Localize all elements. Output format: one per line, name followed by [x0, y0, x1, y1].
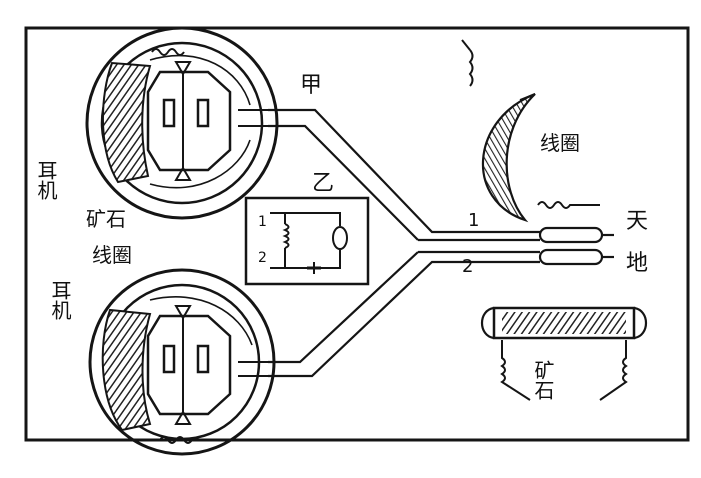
- label-yi: 乙: [312, 171, 334, 196]
- label-inset-2: 2: [258, 250, 267, 266]
- earphone-top-icon: [85, 26, 279, 220]
- label-earphone-top: 耳机: [34, 160, 58, 200]
- label-ground: 地: [626, 251, 648, 276]
- label-crystal-top: 矿石: [86, 207, 126, 231]
- plug-sky-icon: [538, 226, 614, 244]
- cable: [268, 108, 540, 378]
- crystal-detector-icon: [480, 306, 648, 401]
- label-wire-2: 2: [462, 256, 473, 277]
- label-inset-1: 1: [258, 214, 267, 230]
- label-jia: 甲: [300, 73, 322, 98]
- plug-ground-icon: [538, 248, 614, 266]
- label-coil-bottom: 线圈: [92, 243, 132, 267]
- inset-schematic: [244, 196, 370, 286]
- outer-frame: [24, 26, 690, 442]
- label-wire-1: 1: [468, 210, 479, 231]
- earphone-bottom-icon: [88, 268, 276, 456]
- label-sky: 天: [626, 209, 648, 234]
- coil-right-icon: [461, 39, 600, 223]
- label-earphone-bottom: 耳机: [48, 280, 72, 320]
- label-crystal-right: 矿石: [531, 360, 555, 400]
- label-coil-right: 线圈: [540, 131, 580, 155]
